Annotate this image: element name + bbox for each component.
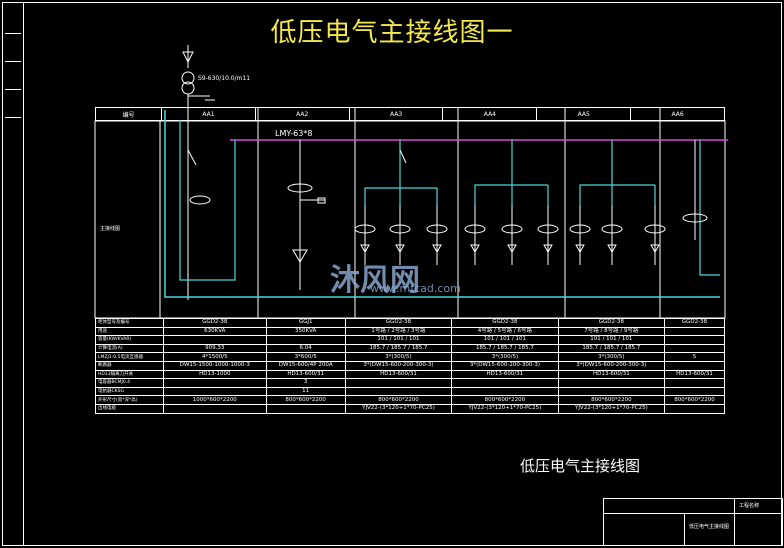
busbar-label: LMY-63*8 xyxy=(275,129,312,138)
title-block: 工程名称 低压电气主接线图 xyxy=(603,498,783,546)
ground-line xyxy=(164,110,720,298)
column-aa2: AA2 xyxy=(254,107,350,121)
header-row-label: 编号 xyxy=(95,107,162,121)
column-aa5: AA5 xyxy=(536,107,632,121)
drawing-subtitle: 低压电气主接线图 xyxy=(520,457,641,475)
side-label-3 xyxy=(5,61,21,90)
transformer-symbol xyxy=(181,45,215,300)
column-aa1: AA1 xyxy=(161,107,256,121)
side-label-1 xyxy=(5,5,21,34)
inner-border xyxy=(23,2,782,546)
transformer-label: S9-630/10.0/m11 xyxy=(198,75,250,82)
title-block-drawing-name: 低压电气主接线图 xyxy=(689,524,730,530)
side-label-4 xyxy=(5,89,21,118)
diagram-row-label: 主接线图 xyxy=(100,225,120,232)
watermark-url: www.mfcad.com xyxy=(370,282,461,295)
column-aa4: AA4 xyxy=(442,107,538,121)
column-aa6: AA6 xyxy=(630,107,725,121)
title-block-sheet: 工程名称 xyxy=(739,503,760,509)
page-title: 低压电气主接线图一 xyxy=(270,18,514,48)
side-label-2 xyxy=(5,33,21,62)
watermark-logo: 沐风网 xyxy=(330,263,420,298)
column-header-row: 编号 AA1 AA2 AA3 AA4 AA5 AA6 xyxy=(95,107,725,121)
